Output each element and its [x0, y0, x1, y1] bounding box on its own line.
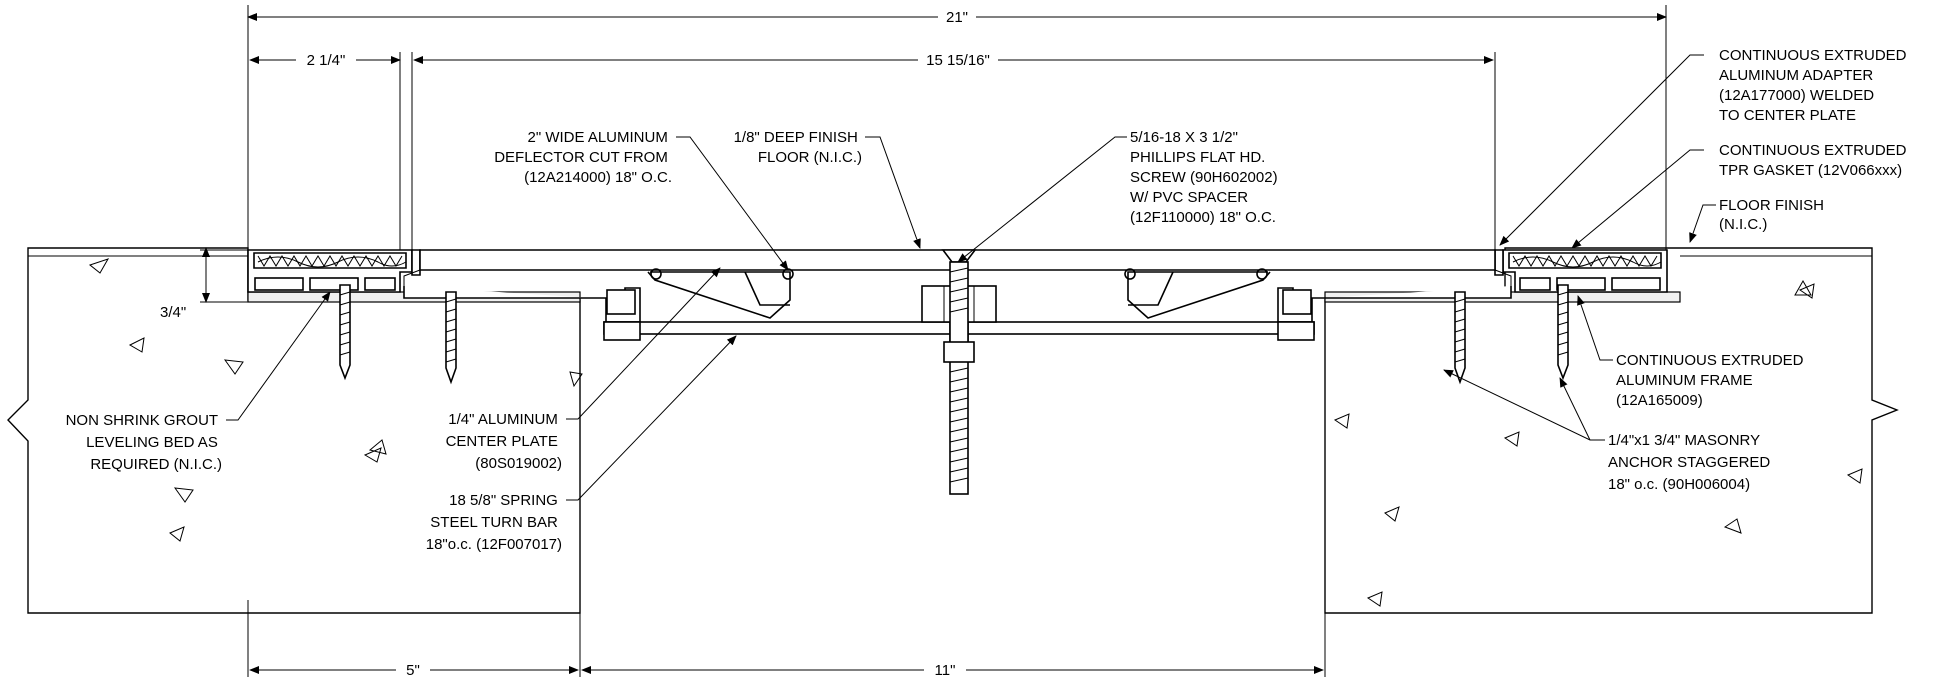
- center-screw-assembly: [921, 249, 997, 495]
- dim-gap: 11": [935, 662, 956, 677]
- dim-left-flange: 2 1/4": [307, 52, 346, 69]
- leader-lines: [226, 54, 1716, 501]
- callout-anchor: 1/4"x1 3/4" MASONRY ANCHOR STAGGERED 18"…: [1608, 432, 1774, 493]
- left-anchor-1: [339, 284, 351, 381]
- dim-depth: 3/4": [160, 304, 186, 321]
- right-deflector: [1124, 268, 1271, 319]
- callout-center-plate: 1/4" ALUMINUM CENTER PLATE (80S019002): [446, 411, 562, 472]
- right-aluminum-frame: [1494, 249, 1668, 293]
- concrete-aggregate-triangles: [88, 258, 1863, 607]
- callout-deflector: 2" WIDE ALUMINUM DEFLECTOR CUT FROM (12A…: [494, 129, 672, 186]
- left-tpr-gasket: [253, 252, 407, 269]
- callout-adapter: CONTINUOUS EXTRUDED ALUMINUM ADAPTER (12…: [1719, 47, 1911, 124]
- dimension-lines: [200, 5, 1667, 677]
- left-deflector: [647, 268, 794, 319]
- right-anchor-1: [1454, 291, 1466, 385]
- dim-overall-width: 21": [946, 9, 968, 26]
- callout-grout: NON SHRINK GROUT LEVELING BED AS REQUIRE…: [66, 412, 222, 473]
- left-aluminum-frame: [247, 249, 421, 293]
- right-anchor-2: [1557, 284, 1569, 381]
- callout-gasket: CONTINUOUS EXTRUDED TPR GASKET (12V066xx…: [1719, 142, 1911, 179]
- callout-finish-floor: 1/8" DEEP FINISH FLOOR (N.I.C.): [734, 129, 862, 166]
- callout-frame: CONTINUOUS EXTRUDED ALUMINUM FRAME (12A1…: [1616, 352, 1808, 409]
- callout-floor-finish: FLOOR FINISH (N.I.C.): [1719, 197, 1828, 233]
- callout-screw: 5/16-18 X 3 1/2" PHILLIPS FLAT HD. SCREW…: [1130, 129, 1282, 226]
- callout-turn-bar: 18 5/8" SPRING STEEL TURN BAR 18"o.c. (1…: [426, 492, 562, 553]
- left-concrete-slab: [7, 247, 581, 614]
- left-anchor-2: [445, 291, 457, 385]
- right-concrete-slab: [1324, 247, 1899, 614]
- dim-left-slab: 5": [406, 662, 420, 677]
- right-tpr-gasket: [1508, 252, 1662, 269]
- dim-center-plate: 15 15/16": [926, 52, 990, 69]
